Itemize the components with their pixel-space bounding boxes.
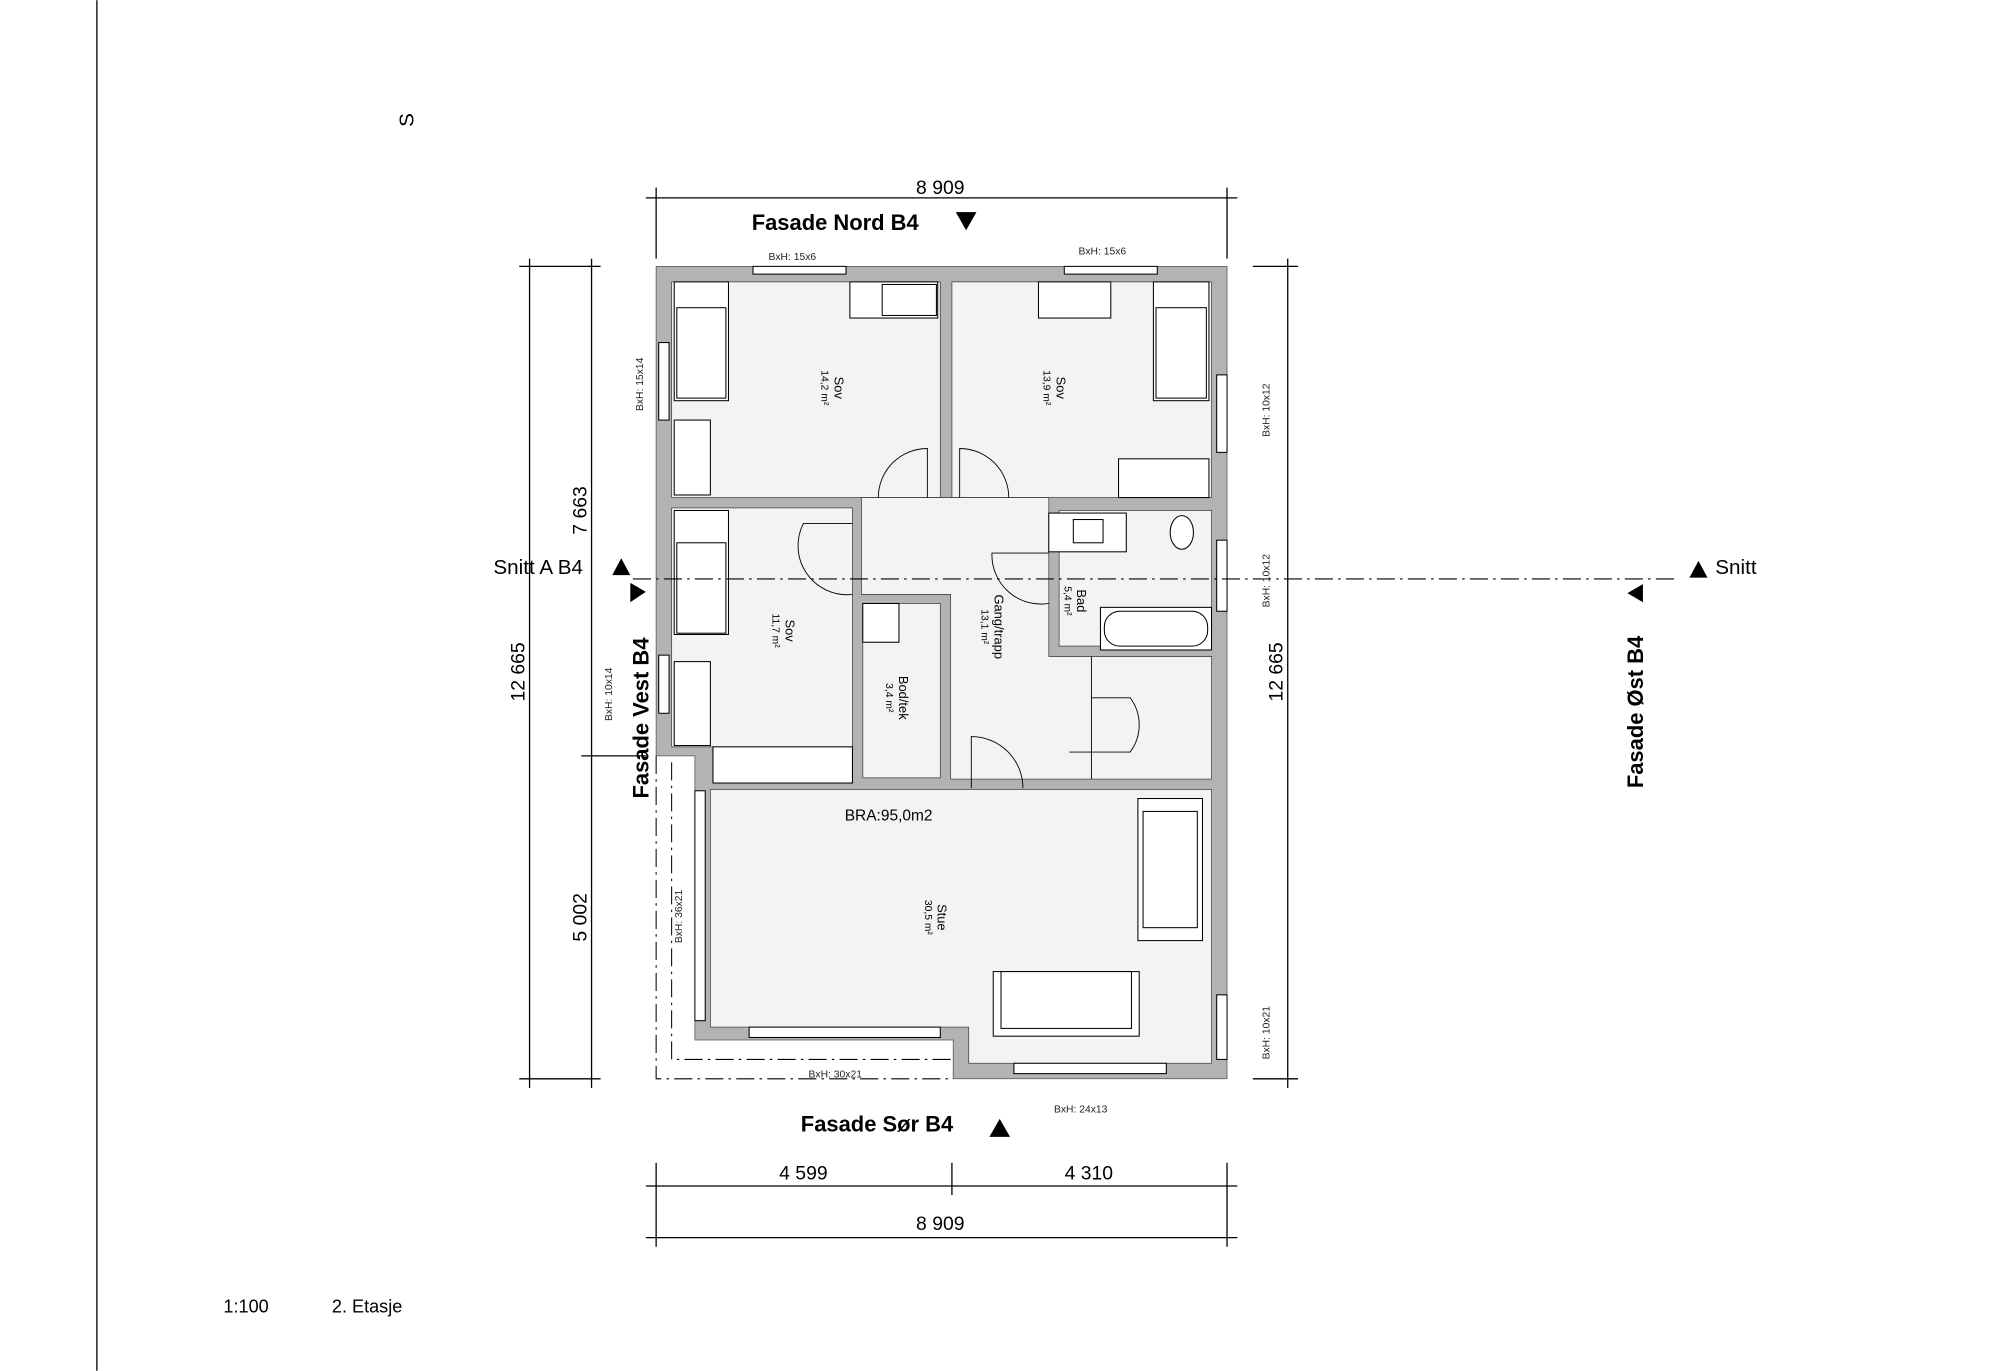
svg-text:Gang/trapp: Gang/trapp (992, 594, 1007, 659)
facade-west: Fasade Vest B4 (628, 637, 653, 799)
dim-bottom-right: 4 310 (1065, 1163, 1114, 1185)
svg-text:13,1 m²: 13,1 m² (979, 609, 990, 645)
window-label: BxH: 24x13 (1054, 1104, 1108, 1115)
dim-left-total: 12 665 (507, 642, 529, 701)
facade-east: Fasade Øst B4 (1623, 635, 1648, 788)
window-label: BxH: 10x14 (604, 667, 615, 721)
section-arrow-left (612, 558, 631, 576)
north-marker: S (395, 113, 418, 127)
facade-west-arrow (630, 582, 646, 603)
windows (658, 265, 1228, 1075)
bra-label: BRA:95,0m2 (845, 807, 933, 824)
section-arrow-right (1689, 560, 1708, 578)
scale-label: 1:100 (223, 1297, 268, 1317)
dim-top-total: 8 909 (916, 177, 964, 199)
window-label: BxH: 30x21 (809, 1070, 863, 1081)
facade-south: Fasade Sør B4 (801, 1112, 954, 1137)
dimension-lines (519, 187, 1299, 1247)
dim-left-lower: 5 002 (569, 893, 591, 941)
facade-north: Fasade Nord B4 (752, 210, 920, 235)
window-label: BxH: 10x12 (1262, 554, 1273, 608)
facade-south-arrow (989, 1118, 1011, 1137)
svg-text:5,4 m²: 5,4 m² (1061, 586, 1072, 616)
svg-text:13,9 m²: 13,9 m² (1041, 370, 1052, 406)
window-label: BxH: 36x21 (674, 890, 685, 944)
svg-text:3,4 m²: 3,4 m² (883, 683, 894, 713)
facade-east-arrow (1627, 584, 1643, 603)
dim-bottom-left: 4 599 (779, 1163, 827, 1185)
section-label-right: Snitt (1715, 556, 1757, 579)
furniture (673, 281, 1213, 1037)
terrace-outline-inner (671, 762, 954, 1060)
svg-text:14,2 m²: 14,2 m² (818, 370, 829, 406)
facade-north-arrow (955, 212, 977, 231)
svg-text:11,7 m²: 11,7 m² (769, 613, 780, 648)
section-label-left: Snitt A B4 (493, 556, 583, 579)
window-label: BxH: 10x21 (1262, 1006, 1273, 1060)
window-label: BxH: 15x6 (769, 252, 817, 263)
window-label: BxH: 10x12 (1262, 383, 1273, 437)
svg-text:Stue: Stue (935, 904, 950, 931)
svg-text:30,5 m²: 30,5 m² (922, 900, 933, 936)
svg-text:Bad: Bad (1074, 589, 1089, 612)
svg-text:Sov: Sov (831, 377, 846, 400)
svg-text:Sov: Sov (1054, 377, 1069, 400)
room-bod (862, 603, 941, 779)
svg-text:Bod/tek: Bod/tek (896, 676, 911, 720)
window-label: BxH: 15x14 (635, 357, 646, 411)
dim-left-upper: 7 663 (569, 486, 591, 534)
dim-right-total: 12 665 (1266, 642, 1288, 701)
window-label: BxH: 15x6 (1078, 247, 1126, 258)
floor-label: 2. Etasje (332, 1297, 402, 1317)
svg-text:Sov: Sov (782, 619, 797, 642)
dim-bottom-total: 8 909 (916, 1213, 964, 1235)
terrace-outline (655, 755, 954, 1080)
